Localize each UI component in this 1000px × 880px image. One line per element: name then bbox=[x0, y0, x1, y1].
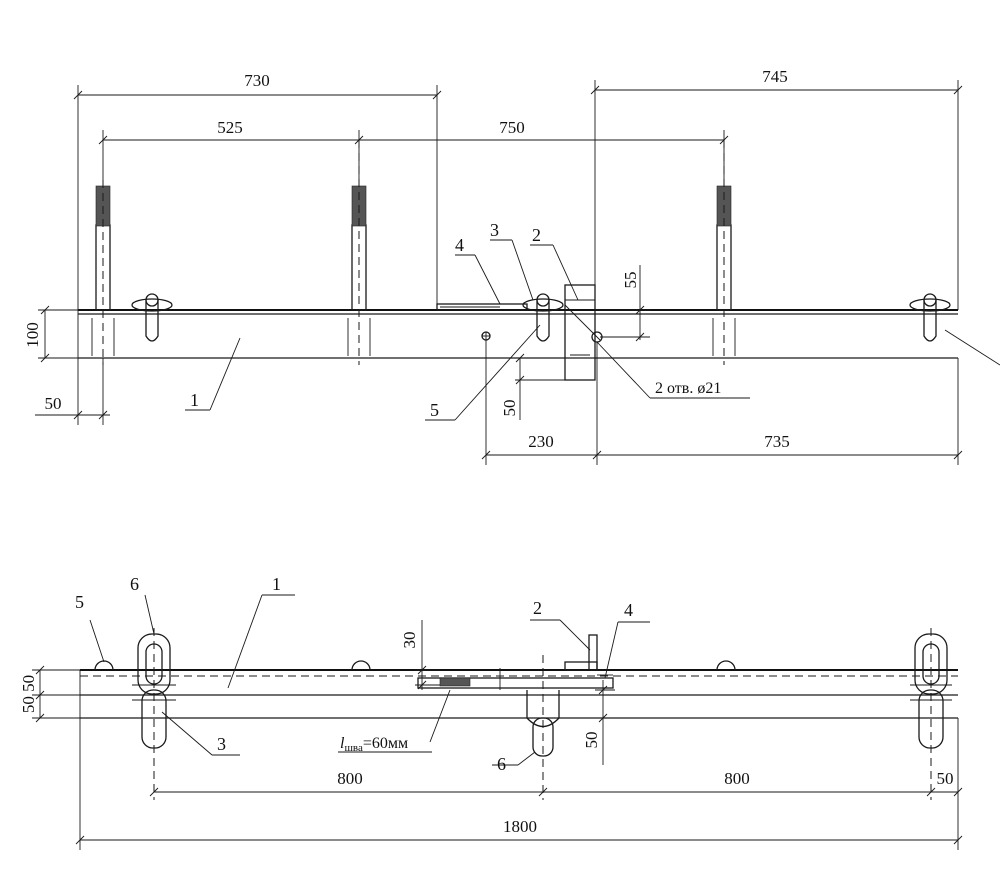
splice-plate bbox=[417, 668, 614, 690]
dim-745: 745 bbox=[590, 67, 963, 310]
bottom-label-6-top: 6 bbox=[130, 574, 139, 594]
top-label-4: 4 bbox=[455, 235, 464, 255]
dim-730: 730 bbox=[73, 71, 442, 310]
dim-750: 750 bbox=[359, 118, 729, 186]
dim-50-right-text: 50 bbox=[937, 769, 954, 788]
weld-note: lшва=60мм bbox=[340, 735, 408, 754]
dim-525-text: 525 bbox=[217, 118, 243, 137]
bottom-label-5: 5 bbox=[75, 592, 84, 612]
bottom-label-2: 2 bbox=[533, 598, 542, 618]
dim-50-50-text: 50 50 bbox=[19, 675, 38, 713]
dim-50-left: 50 bbox=[35, 358, 110, 425]
dim-30: 30 bbox=[400, 620, 440, 690]
clip-2 bbox=[522, 293, 564, 342]
dim-50-mid-bottom: 50 bbox=[582, 680, 615, 765]
bolt-symbol bbox=[481, 331, 491, 341]
dim-50-left-text: 50 bbox=[45, 394, 62, 413]
post-middle bbox=[347, 140, 371, 365]
top-label-1: 1 bbox=[190, 390, 199, 410]
top-beam bbox=[77, 309, 958, 359]
dim-1800: 1800 bbox=[75, 718, 963, 850]
bottom-label-4: 4 bbox=[624, 600, 633, 620]
dim-50-50: 50 50 bbox=[19, 665, 80, 723]
bottom-label-1: 1 bbox=[272, 574, 281, 594]
bottom-label-3: 3 bbox=[217, 734, 226, 754]
top-label-2: 2 bbox=[532, 225, 541, 245]
dim-55: 55 bbox=[595, 265, 650, 342]
bottom-label-6-bottom: 6 bbox=[497, 754, 506, 774]
post-left bbox=[91, 180, 115, 365]
dim-30-text: 30 bbox=[400, 632, 419, 649]
bottom-leaders: 5 6 1 2 4 3 6 lшва=60мм bbox=[75, 574, 650, 774]
bumps bbox=[94, 660, 736, 671]
chain-right bbox=[910, 628, 952, 800]
dim-750-text: 750 bbox=[499, 118, 525, 137]
dim-100: 100 bbox=[23, 305, 78, 363]
dim-1800-text: 1800 bbox=[503, 817, 537, 836]
chain-left bbox=[132, 628, 176, 800]
dim-525: 525 bbox=[98, 118, 364, 186]
chain-middle bbox=[526, 655, 560, 800]
top-label-5: 5 bbox=[430, 400, 439, 420]
dim-230-text: 230 bbox=[528, 432, 554, 451]
angle-2-bottom bbox=[564, 634, 613, 676]
bottom-beam bbox=[79, 669, 958, 719]
clip-1 bbox=[131, 293, 173, 342]
dim-50-mid: 50 bbox=[500, 353, 565, 420]
dim-50-mid-bottom-text: 50 bbox=[582, 732, 601, 749]
dim-745-text: 745 bbox=[762, 67, 788, 86]
dim-230-735: 230 735 bbox=[481, 340, 963, 465]
dim-800-800: 800 800 50 bbox=[149, 718, 963, 850]
top-leaders: 1 4 3 2 5 2 отв. ø21 bbox=[185, 220, 1000, 421]
dim-55-text: 55 bbox=[621, 272, 640, 289]
top-view: 730 525 750 745 bbox=[23, 67, 1000, 465]
dim-800-right-text: 800 bbox=[724, 769, 750, 788]
angle-2 bbox=[564, 284, 603, 381]
dim-100-text: 100 bbox=[23, 322, 42, 348]
dim-50-mid-text: 50 bbox=[500, 400, 519, 417]
top-label-3: 3 bbox=[490, 220, 499, 240]
bottom-view: 50 50 30 50 800 800 50 bbox=[19, 574, 963, 850]
flat-bar-4 bbox=[436, 303, 528, 311]
dim-800-left-text: 800 bbox=[337, 769, 363, 788]
dim-735-text: 735 bbox=[764, 432, 790, 451]
hole-note: 2 отв. ø21 bbox=[655, 380, 721, 397]
clip-3 bbox=[909, 293, 951, 342]
dim-730-text: 730 bbox=[244, 71, 270, 90]
post-right bbox=[712, 140, 736, 365]
